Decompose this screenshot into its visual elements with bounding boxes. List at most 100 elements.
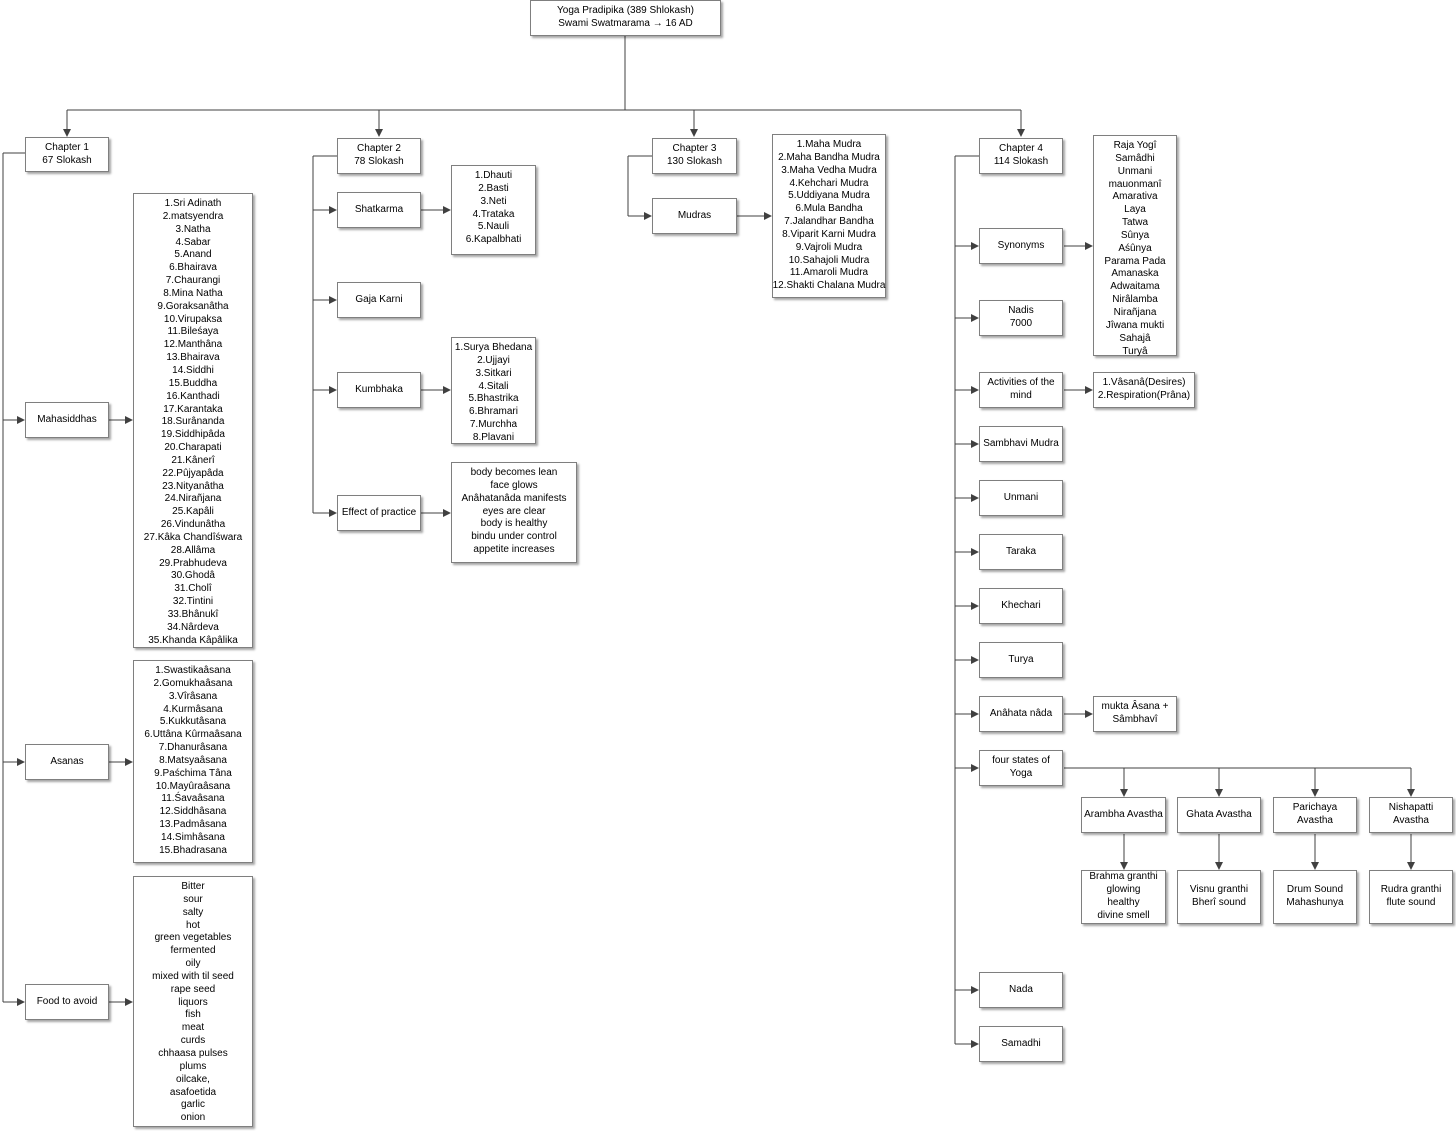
list-item: 2.Respiration(Prâna) xyxy=(1097,390,1191,401)
list-item: 3.Vîrâsana xyxy=(168,690,218,702)
list-item: 7.Chaurangi xyxy=(165,275,221,287)
khechari-label: Khechari xyxy=(1001,599,1041,611)
synonyms-label: Synonyms xyxy=(997,239,1045,251)
kumbhaka-node: Kumbhaka xyxy=(337,372,421,408)
arambha-node: Arambha Avastha xyxy=(1081,797,1166,833)
list-item: 6.Bhairava xyxy=(169,262,217,274)
four-states-label-1: four states of xyxy=(992,755,1050,767)
list-item: healthy xyxy=(1107,897,1140,908)
list-item: 13.Padmâsana xyxy=(159,819,227,831)
list-item: 13.Bhairava xyxy=(166,352,220,364)
chapter-1-title: Chapter 1 xyxy=(45,141,89,153)
list-item: chhaasa pulses xyxy=(158,1047,228,1059)
chapter-1-verses: 67 Slokash xyxy=(42,154,92,166)
list-item: 32.Tintini xyxy=(172,596,214,608)
asanas-label: Asanas xyxy=(50,755,84,767)
unmani-node: Unmani xyxy=(979,480,1063,516)
list-item: 22.Pûjyapâda xyxy=(162,467,224,479)
list-item: 10.Virupaksa xyxy=(163,313,223,325)
taraka-label: Taraka xyxy=(1005,545,1036,557)
nada-node: Nada xyxy=(979,972,1063,1008)
activities-label-2: mind xyxy=(1010,390,1032,401)
list-item: 6.Mula Bandha xyxy=(795,203,863,215)
list-item: 28.Allâma xyxy=(170,544,216,556)
list-item: 20.Charapati xyxy=(164,442,222,454)
list-item: Sûnya xyxy=(1120,229,1150,241)
chapter-1-node: Chapter 1 67 Slokash xyxy=(25,137,109,172)
list-item: Nirâlamba xyxy=(1112,294,1158,306)
list-item: 34.Nârdeva xyxy=(167,621,219,633)
list-item: Aśûnya xyxy=(1118,242,1152,254)
chapter-2-title: Chapter 2 xyxy=(357,143,401,155)
list-item: 5.Kukkutâsana xyxy=(159,716,227,728)
list-item: body is healthy xyxy=(480,518,548,530)
list-item: appetite increases xyxy=(473,544,555,556)
nishapatti-node: Nishapatti Avastha xyxy=(1369,797,1453,833)
kumbhaka-label: Kumbhaka xyxy=(355,383,403,395)
list-item: 27.Kâka Chandîśwara xyxy=(143,531,243,543)
list-item: 8.Plavani xyxy=(472,431,515,443)
list-item: 4.Kehchari Mudra xyxy=(789,177,869,189)
list-item: 1.Sri Adinath xyxy=(164,198,222,209)
list-item: fish xyxy=(185,1009,201,1021)
list-item: oilcake, xyxy=(176,1073,210,1085)
ghata-label: Ghata Avastha xyxy=(1186,808,1252,820)
list-item: 24.Nirañjana xyxy=(164,493,222,505)
ghata-detail: Visnu granthi Bherî sound xyxy=(1177,870,1261,924)
list-item: 6.Bhramari xyxy=(469,406,518,418)
list-item: 11.Bileśaya xyxy=(167,326,219,338)
nishapatti-label-2: Avastha xyxy=(1393,815,1429,826)
anahata-label: Anâhata nâda xyxy=(989,707,1053,719)
list-item: 9.Goraksanâtha xyxy=(157,300,229,312)
anahata-list: mukta Âsana + Sâmbhavî xyxy=(1093,696,1177,732)
list-item: Visnu granthi xyxy=(1189,884,1249,896)
mudras-label: Mudras xyxy=(677,209,712,221)
list-item: Unmani xyxy=(1117,165,1153,177)
list-item: garlic xyxy=(181,1099,205,1111)
chapter-2-node: Chapter 2 78 Slokash xyxy=(337,138,421,174)
chapter-3-node: Chapter 3 130 Slokash xyxy=(652,138,737,174)
chapter-3-title: Chapter 3 xyxy=(672,143,717,155)
list-item: 5.Nauli xyxy=(477,221,510,233)
list-item: face glows xyxy=(490,479,538,491)
list-item: 2.matsyendra xyxy=(162,210,224,222)
list-item: 12.Shakti Chalana Mudra xyxy=(772,280,886,292)
mudras-node: Mudras xyxy=(652,198,737,234)
asanas-list: 1.Swastikaâsana 2.Gomukhaâsana 3.Vîrâsan… xyxy=(133,660,253,863)
list-item: Parama Pada xyxy=(1104,255,1166,267)
list-item: 30.Ghodâ xyxy=(171,570,215,582)
list-item: asafoetida xyxy=(169,1086,217,1098)
activities-list: 1.Vâsanâ(Desires) 2.Respiration(Prâna) xyxy=(1093,372,1195,408)
list-item: 1.Dhauti xyxy=(474,170,513,181)
list-item: mukta Âsana + xyxy=(1101,701,1169,713)
chapter-4-title: Chapter 4 xyxy=(999,143,1043,155)
list-item: Samâdhi xyxy=(1115,152,1155,164)
list-item: 5.Anand xyxy=(174,249,212,261)
four-states-node: four states of Yoga xyxy=(979,750,1063,786)
list-item: 11.Śavaâsana xyxy=(161,793,225,805)
list-item: 6.Uttâna Kûrmaâsana xyxy=(144,729,242,741)
mahasiddhas-list: 1.Sri Adinath 2.matsyendra 3.Natha 4.Sab… xyxy=(133,193,253,648)
synonyms-list: Raja Yogî Samâdhi Unmani mauonmanî Amara… xyxy=(1093,135,1177,357)
list-item: Brahma granthi xyxy=(1089,871,1158,883)
list-item: 2.Maha Bandha Mudra xyxy=(778,151,880,163)
list-item: 14.Siddhi xyxy=(172,364,214,376)
list-item: mixed with til seed xyxy=(152,970,234,982)
parichaya-node: Parichaya Avastha xyxy=(1273,797,1357,833)
list-item: 7.Jalandhar Bandha xyxy=(784,216,874,228)
food-label: Food to avoid xyxy=(36,995,98,1007)
list-item: glowing xyxy=(1106,884,1141,896)
chapter-3-verses: 130 Slokash xyxy=(666,156,723,167)
sambhavi-label: Sambhavi Mudra xyxy=(983,437,1059,449)
list-item: hot xyxy=(186,919,200,931)
list-item: meat xyxy=(181,1022,205,1034)
anahata-node: Anâhata nâda xyxy=(979,696,1063,732)
list-item: 16.Kanthadi xyxy=(166,390,220,402)
parichaya-label-2: Avastha xyxy=(1297,815,1333,826)
list-item: 2.Basti xyxy=(478,182,509,194)
samadhi-node: Samadhi xyxy=(979,1026,1063,1062)
sambhavi-node: Sambhavi Mudra xyxy=(979,426,1063,462)
list-item: fermented xyxy=(170,945,216,957)
list-item: plums xyxy=(179,1060,207,1072)
list-item: 17.Karantaka xyxy=(163,403,223,415)
